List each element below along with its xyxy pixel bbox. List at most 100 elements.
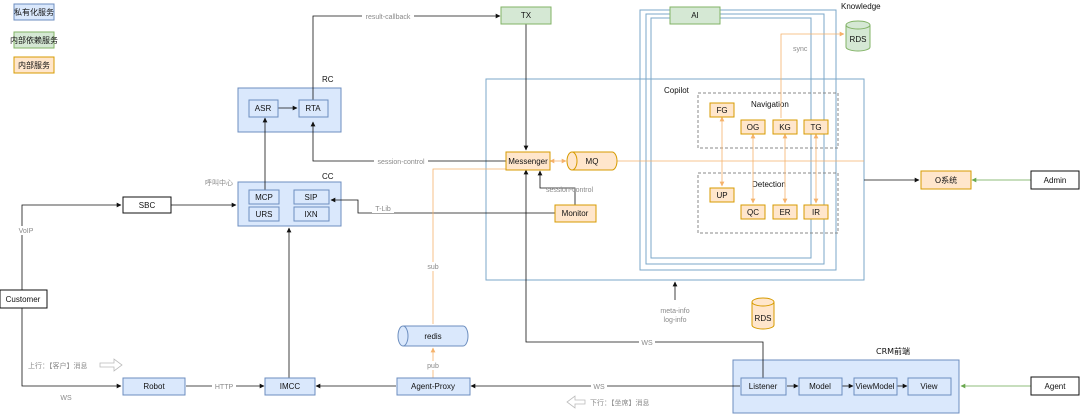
- messenger-node-label: Messenger: [508, 157, 548, 166]
- kg-node-label: KG: [779, 123, 791, 132]
- edge-monitor-messenger: [537, 170, 576, 205]
- ai-frame-outer: [639, 9, 837, 271]
- rds-bottom-label: RDS: [755, 314, 772, 323]
- rds-top-label: RDS: [850, 35, 867, 44]
- sip-node: [293, 189, 330, 205]
- agent-proxy-node: [396, 377, 471, 396]
- edge-customer-robot: [21, 308, 122, 389]
- rc-group-label: RC: [322, 75, 334, 84]
- legend-internal-label: 内部服务: [18, 60, 50, 70]
- ai-node: [669, 6, 721, 25]
- redis-queue-icon: [397, 325, 469, 347]
- mcp-node-label: MCP: [255, 193, 273, 202]
- ixn-node-label: IXN: [304, 210, 318, 219]
- up-node: [709, 187, 735, 203]
- up-node-label: UP: [716, 191, 727, 200]
- robot-node-label: Robot: [143, 382, 165, 391]
- label-call-center: 呼叫中心: [205, 178, 233, 187]
- robot-node: [122, 377, 186, 396]
- mcp-node: [248, 189, 280, 205]
- label-meta-info: meta-info: [660, 308, 689, 315]
- listener-node: [740, 377, 787, 396]
- customer-node: [0, 289, 48, 309]
- view-node: [907, 377, 952, 396]
- messenger-node: [505, 151, 551, 171]
- label-result-callback: result-callback: [366, 14, 411, 21]
- edge-rta-tx: [312, 13, 501, 104]
- tx-node-label: TX: [521, 11, 532, 20]
- og-node-label: OG: [747, 123, 759, 132]
- qc-node: [740, 204, 766, 220]
- ixn-node: [293, 206, 330, 222]
- monitor-node: [554, 204, 597, 223]
- cc-group-label: CC: [322, 172, 334, 181]
- urs-node-label: URS: [256, 210, 273, 219]
- navigation-group-label: Navigation: [751, 100, 789, 109]
- tx-node: [500, 6, 552, 25]
- legend-internal-box: [13, 56, 55, 74]
- o-system-node-label: O系统: [935, 175, 957, 185]
- model-node: [798, 377, 843, 396]
- urs-node: [248, 206, 280, 222]
- sip-node-label: SIP: [305, 193, 318, 202]
- legend-private-box: [13, 3, 55, 21]
- edge-customer-sbc: [21, 202, 122, 290]
- edges-orange: [430, 31, 864, 378]
- rds-top-database-icon: [845, 20, 871, 52]
- rta-node: [298, 99, 329, 118]
- label-upstream: 上行：【客户】消息: [28, 361, 88, 370]
- monitor-node-label: Monitor: [562, 209, 589, 218]
- label-session-control: session-control: [377, 159, 425, 166]
- label-http: HTTP: [215, 384, 234, 391]
- legend-dependency-box: [13, 31, 55, 49]
- mq-queue-icon: [566, 151, 618, 171]
- downstream-arrow-icon: [566, 395, 586, 409]
- fg-node: [709, 102, 735, 118]
- legend-private-label: 私有化服务: [14, 7, 54, 17]
- edge-sync-rds: [780, 31, 845, 118]
- edge-labels: result-callback sync session-control ses…: [14, 12, 808, 407]
- edges-green: [960, 177, 1031, 389]
- label-downstream: 下行：【坐席】消息: [590, 398, 650, 407]
- tg-node-label: TG: [810, 123, 821, 132]
- label-ws-left: WS: [60, 395, 72, 402]
- er-node-label: ER: [779, 208, 790, 217]
- sbc-node: [122, 196, 172, 214]
- label-ws-bottom: WS: [593, 384, 605, 391]
- ir-node: [803, 204, 829, 220]
- ir-node-label: IR: [812, 208, 820, 217]
- detection-group: [697, 172, 839, 234]
- label-pub: pub: [427, 363, 439, 370]
- copilot-group-label: Copilot: [664, 86, 690, 95]
- sbc-node-label: SBC: [139, 201, 156, 210]
- admin-node: [1030, 170, 1080, 190]
- asr-node: [248, 99, 279, 118]
- legend-dependency-label: 内部依赖服务: [10, 35, 58, 45]
- fg-node-label: FG: [716, 106, 727, 115]
- viewmodel-node-label: ViewModel: [856, 382, 895, 391]
- rds-bottom-database-icon: [751, 297, 775, 330]
- label-log-info: log-info: [664, 317, 687, 324]
- admin-node-label: Admin: [1044, 176, 1067, 185]
- ai-frame-3: [650, 17, 812, 259]
- agent-node-label: Agent: [1045, 382, 1067, 391]
- listener-node-label: Listener: [749, 382, 778, 391]
- edge-messenger-rta: [310, 121, 506, 162]
- edge-redis-messenger: [432, 165, 519, 324]
- tg-node: [803, 119, 829, 135]
- customer-node-label: Customer: [6, 295, 41, 304]
- imcc-node-label: IMCC: [280, 382, 301, 391]
- agent-proxy-node-label: Agent-Proxy: [411, 382, 455, 391]
- upstream-arrow-icon: [99, 358, 123, 372]
- label-t-lib: T-Lib: [375, 206, 391, 213]
- view-node-label: View: [920, 382, 937, 391]
- crm-group-label: CRM前端: [876, 346, 910, 356]
- copilot-group: [485, 78, 865, 281]
- imcc-node: [264, 377, 316, 396]
- label-ws-mid: WS: [641, 340, 653, 347]
- og-node: [740, 119, 766, 135]
- label-sub: sub: [427, 264, 438, 271]
- edge-monitor-ixn: [330, 197, 555, 214]
- agent-node: [1030, 376, 1080, 396]
